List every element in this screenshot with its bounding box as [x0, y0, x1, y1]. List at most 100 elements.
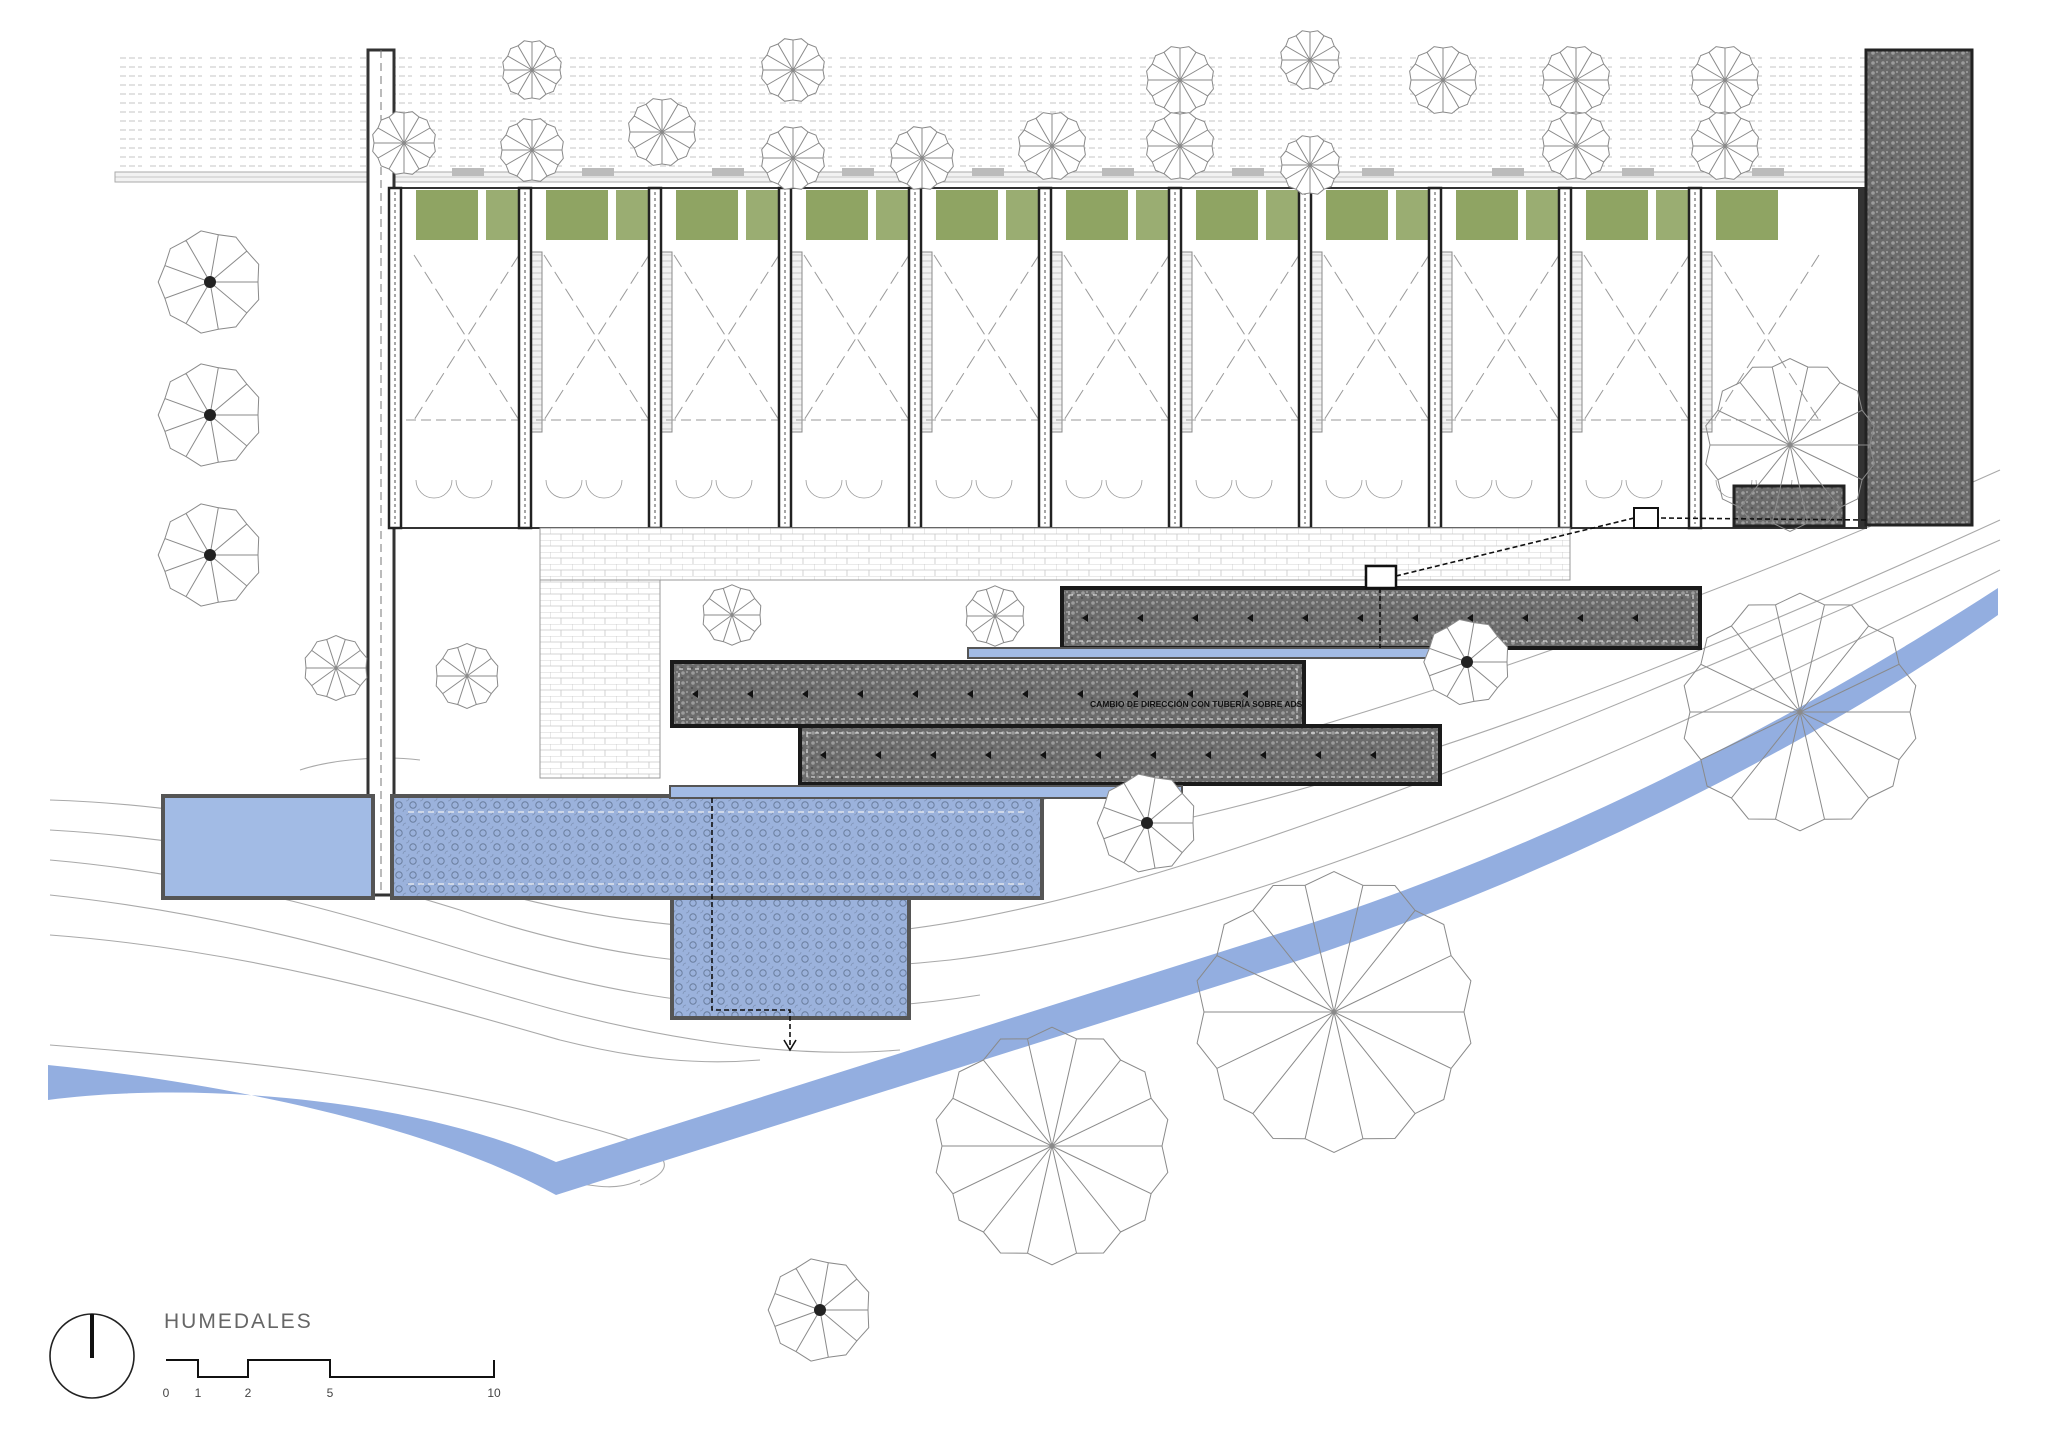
top-tree-8 — [500, 118, 564, 182]
small-tree-0-canopy — [304, 635, 368, 701]
green-planter-8 — [1456, 190, 1518, 240]
door-swing-5 — [1065, 479, 1143, 499]
green-planter-b-0 — [486, 190, 522, 240]
wetland-bed-3-arrow-0 — [820, 751, 826, 759]
top-tree-7-canopy — [372, 111, 436, 175]
green-planter-0 — [416, 190, 478, 240]
wall-column-1 — [517, 186, 533, 530]
green-planter-5 — [1066, 190, 1128, 240]
large-tree-3-canopy — [1705, 358, 1875, 532]
door-swing-8 — [1455, 479, 1533, 499]
wetland-bed-1-arrow-7 — [1467, 614, 1473, 622]
roof-stub-9 — [1622, 168, 1654, 176]
roof-stub-4 — [972, 168, 1004, 176]
flow-line-4 — [711, 798, 791, 1050]
top-tree-15 — [1542, 112, 1610, 180]
small-tree-1-canopy — [435, 643, 499, 709]
roof-stub-10 — [1752, 168, 1784, 176]
wetland-bed-2-arrow-2 — [802, 690, 808, 698]
green-planter-b-2 — [746, 190, 782, 240]
green-planter-2 — [676, 190, 738, 240]
top-tree-16-canopy — [1691, 112, 1759, 180]
green-planter-10 — [1716, 190, 1778, 240]
connector-channel — [669, 785, 1183, 799]
large-tree-1-canopy — [1196, 871, 1472, 1153]
trees — [157, 30, 1917, 1362]
wetland-bed-1 — [1060, 586, 1702, 650]
shrub-tree-5-trunk — [1461, 656, 1473, 668]
wetland-bed-2-arrow-1 — [747, 690, 753, 698]
wetland-bed-2-arrow-5 — [967, 690, 973, 698]
bay-cross-a-4 — [933, 254, 1040, 421]
flow-line-2 — [1395, 517, 1635, 577]
bay-cross-a-6 — [1193, 254, 1300, 421]
contour-line-9 — [1179, 519, 2001, 821]
roof-stub-3 — [842, 168, 874, 176]
brick-paving — [539, 527, 1571, 581]
green-planter-b-4 — [1006, 190, 1042, 240]
bay-cross-a-2 — [673, 254, 780, 421]
top-tree-12 — [1018, 112, 1086, 180]
wetland-bed-2-arrow-0 — [692, 690, 698, 698]
roof-stub-7 — [1362, 168, 1394, 176]
wetland-bed-3-arrow-10 — [1370, 751, 1376, 759]
top-tree-3 — [1280, 30, 1340, 90]
bay-cross-a-3 — [803, 254, 910, 421]
roof-stub-6 — [1232, 168, 1264, 176]
bay-cross-a-5 — [1063, 254, 1170, 421]
right-gravel-filter — [1864, 48, 1974, 527]
greenhouse-block — [387, 168, 1867, 530]
top-tree-12-canopy — [1018, 112, 1086, 180]
bay-cross-b-0 — [413, 254, 520, 421]
top-tree-3-canopy — [1280, 30, 1340, 90]
scale-label-1: 1 — [195, 1386, 202, 1400]
wetland-bed-3-arrow-9 — [1315, 751, 1321, 759]
bay-cross-b-6 — [1193, 254, 1300, 421]
wetland-bed-2-arrow-9 — [1187, 690, 1193, 698]
north-arrow — [49, 1313, 135, 1399]
wetland-bed-3-arrow-6 — [1150, 751, 1156, 759]
wetland-bed-3-arrow-4 — [1040, 751, 1046, 759]
wetland-bed-1-arrow-9 — [1577, 614, 1583, 622]
shrub-tree-3-trunk — [814, 1304, 826, 1316]
wall-column-5 — [1037, 186, 1053, 530]
bay-cross-a-1 — [543, 254, 650, 421]
large-tree-2 — [1683, 592, 1917, 832]
wetland-bed-1-arrow-10 — [1632, 614, 1638, 622]
top-tree-8-canopy — [500, 118, 564, 182]
bay-cross-a-8 — [1453, 254, 1560, 421]
green-planter-b-1 — [616, 190, 652, 240]
shrub-tree-4-trunk — [1141, 817, 1153, 829]
green-planter-7 — [1326, 190, 1388, 240]
green-planter-b-7 — [1396, 190, 1432, 240]
wetland-bed-2-arrow-6 — [1022, 690, 1028, 698]
top-tree-9-canopy — [628, 98, 696, 166]
roof-stub-0 — [452, 168, 484, 176]
top-tree-7 — [372, 111, 436, 175]
top-tree-13 — [1146, 112, 1214, 180]
wetland-bed-3-arrow-1 — [875, 751, 881, 759]
wetland-bed-1-arrow-0 — [1082, 614, 1088, 622]
top-tree-15-canopy — [1542, 112, 1610, 180]
green-planter-b-3 — [876, 190, 912, 240]
wetland-bed-2-arrow-8 — [1132, 690, 1138, 698]
flow-arrowhead — [783, 1039, 797, 1052]
scale-label-10: 10 — [487, 1386, 501, 1400]
bay-cross-b-2 — [673, 254, 780, 421]
door-swing-7 — [1325, 479, 1403, 499]
wall-column-3 — [777, 186, 793, 530]
top-tree-5-canopy — [1542, 46, 1610, 114]
wall-column-4 — [907, 186, 923, 530]
wall-column-7 — [1297, 186, 1313, 530]
top-tree-10 — [761, 126, 825, 190]
green-planter-b-9 — [1656, 190, 1692, 240]
drawing-title: HUMEDALES — [164, 1310, 313, 1333]
top-tree-11 — [890, 126, 954, 190]
large-tree-0 — [935, 1026, 1169, 1266]
wetland-bed-3-arrow-3 — [985, 751, 991, 759]
bay-cross-b-7 — [1323, 254, 1430, 421]
green-planter-3 — [806, 190, 868, 240]
bay-cross-b-4 — [933, 254, 1040, 421]
wall-column-6 — [1167, 186, 1183, 530]
wetland-bed-3-arrow-8 — [1260, 751, 1266, 759]
